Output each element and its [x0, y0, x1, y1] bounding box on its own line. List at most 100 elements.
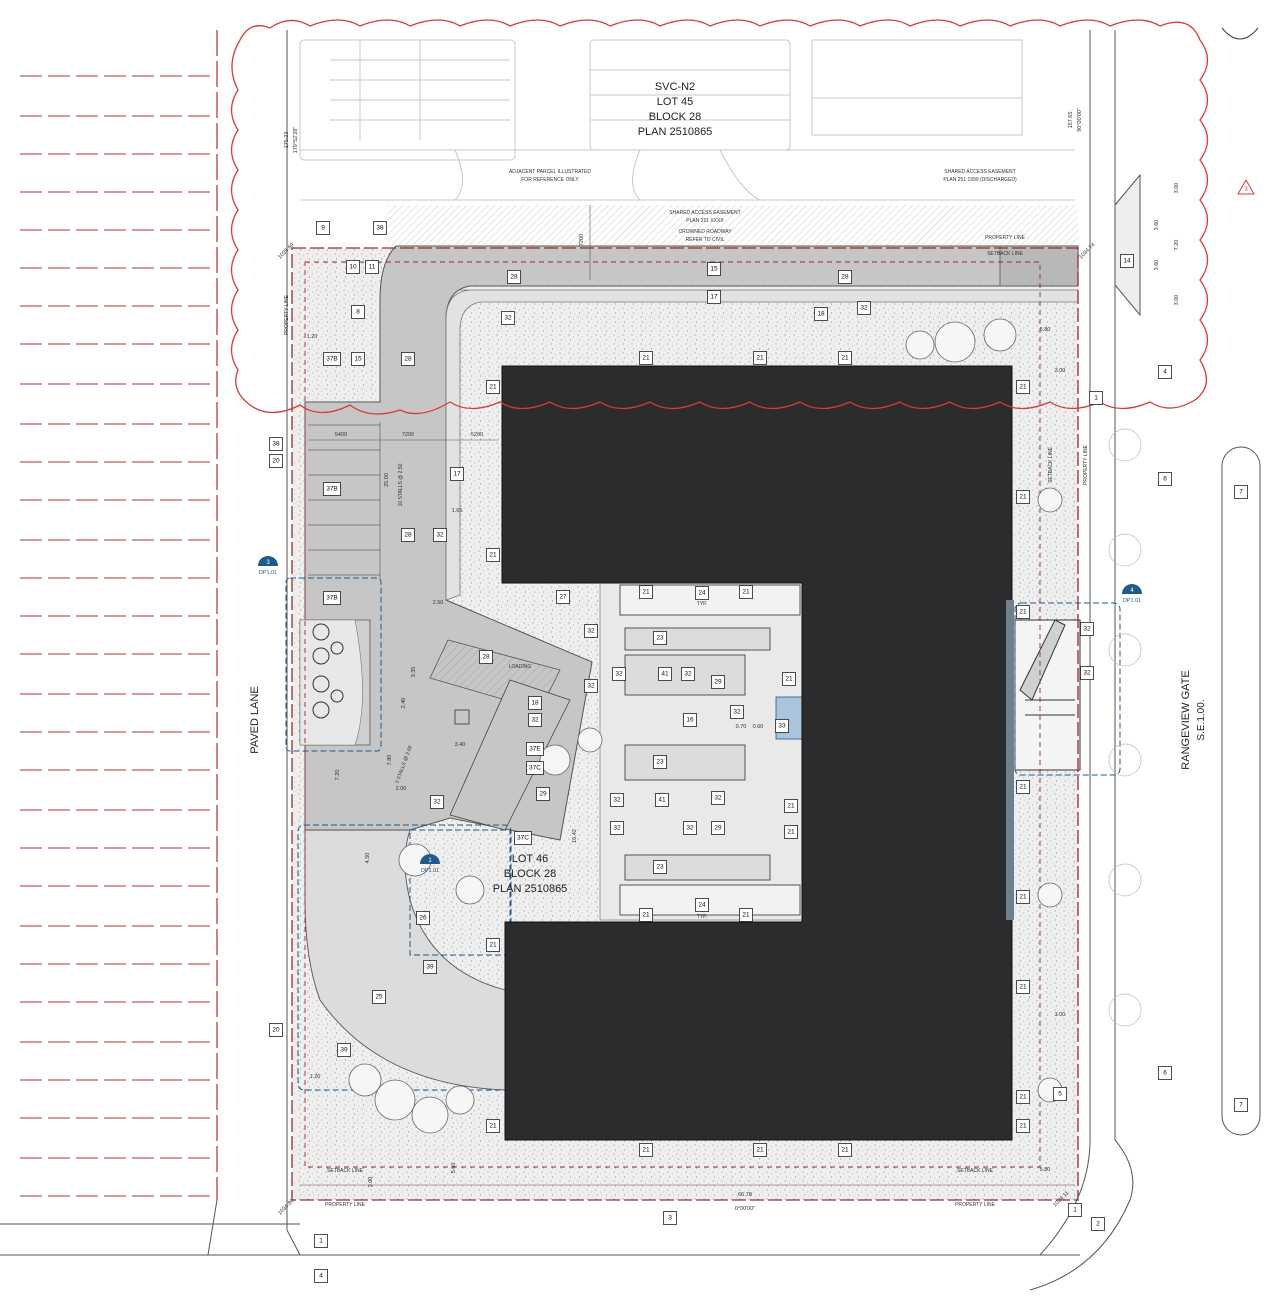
- keynote-tag-32: 32: [584, 679, 598, 693]
- typ-label-north: TYP.: [697, 601, 707, 607]
- keynote-tag-text: 16: [686, 717, 694, 724]
- keynote-tag-text: 32: [587, 628, 595, 635]
- keynote-tag-text: 29: [714, 679, 722, 686]
- keynote-tag-21: 21: [1016, 490, 1030, 504]
- keynote-tag-text: 21: [489, 1123, 497, 1130]
- dim-175-23: 175.23: [284, 132, 290, 149]
- detail-1-boundary: [409, 829, 511, 956]
- keynote-tag-28: 28: [479, 650, 493, 664]
- subject-block-label: BLOCK 28: [504, 868, 557, 880]
- keynote-tag-21: 21: [1016, 980, 1030, 994]
- detail-callout-4[interactable]: 4 DP1.01: [1122, 584, 1142, 604]
- dim-450: 4.50: [365, 853, 371, 864]
- keynote-tag-text: 29: [539, 791, 547, 798]
- dim-300-south: 3.00: [368, 1177, 374, 1188]
- keynote-tag-17: 17: [707, 290, 721, 304]
- keynote-tag-32: 32: [610, 821, 624, 835]
- keynote-tag-21: 21: [1016, 890, 1030, 904]
- curb-markers: [1108, 428, 1142, 1027]
- keynote-tag-text: 6: [1163, 476, 1167, 483]
- keynote-tag-text: 32: [436, 532, 444, 539]
- rangeview-gate-class-label: S.E.1.00.: [1196, 699, 1207, 740]
- keynote-tag-2: 2: [1091, 1217, 1105, 1231]
- easement-hatch: [388, 205, 1078, 245]
- keynote-tag-11: 11: [365, 260, 379, 274]
- keynote-tag-text: 41: [661, 671, 669, 678]
- dim-300-road-bottom: 3.00: [1174, 295, 1180, 306]
- keynote-tag-text: 28: [404, 356, 412, 363]
- property-line-label-south-west: PROPERTY LINE: [325, 1202, 365, 1208]
- keynote-tag-21: 21: [1016, 1119, 1030, 1133]
- adjacent-note-line2: FOR REFERENCE ONLY: [521, 177, 579, 183]
- keynote-tag-text: 7: [1239, 489, 1243, 496]
- keynote-tag-1: 1: [1089, 391, 1103, 405]
- keynote-tag-text: 4: [319, 1273, 323, 1280]
- keynote-tag-text: 17: [453, 471, 461, 478]
- keynote-tag-15: 15: [351, 352, 365, 366]
- detail-callout-1-sheet: DP1.01: [421, 868, 439, 874]
- keynote-tag-41: 41: [658, 667, 672, 681]
- keynote-tag-text: 26: [419, 915, 427, 922]
- trees: [348, 318, 1063, 1134]
- keynote-tag-text: 1: [1094, 395, 1098, 402]
- detail-callout-3-number: 3: [266, 560, 270, 566]
- dim-550: 5.50: [451, 1163, 457, 1174]
- dim-300-east-top: 3.00: [1055, 368, 1066, 374]
- dim-340: 3.40: [455, 742, 466, 748]
- detail-callout-3[interactable]: 3 DP1.01: [258, 556, 278, 576]
- keynote-tag-32: 32: [1080, 622, 1094, 636]
- dim-240: 2.40: [401, 698, 407, 709]
- keynote-tag-21: 21: [1016, 605, 1030, 619]
- keynote-tag-32: 32: [501, 311, 515, 325]
- setback-line-label-south-east: SETBACK LINE: [957, 1168, 994, 1174]
- keynote-tag-text: 28: [404, 532, 412, 539]
- keynote-tag-text: 21: [1019, 984, 1027, 991]
- detail-callout-1[interactable]: 1 DP1.01: [420, 854, 440, 874]
- keynote-tag-21: 21: [739, 585, 753, 599]
- keynote-tag-text: 37C: [517, 835, 529, 842]
- keynote-tag-text: 21: [489, 384, 497, 391]
- keynote-tag-text: 32: [587, 683, 595, 690]
- keynote-tag-32: 32: [612, 667, 626, 681]
- crowned-roadway-line1: CROWNED ROADWAY: [678, 229, 732, 235]
- keynote-tag-16: 16: [683, 713, 697, 727]
- keynote-tag-text: 23: [656, 635, 664, 642]
- keynote-tag-21: 21: [486, 380, 500, 394]
- keynote-tag-7: 7: [1234, 1098, 1248, 1112]
- setback-line-label-south-west: SETBACK LINE: [327, 1168, 364, 1174]
- keynote-tag-15: 15: [707, 262, 721, 276]
- keynote-tag-text: 23: [656, 864, 664, 871]
- dim-335: 3.35: [411, 667, 417, 678]
- dim-720: 7.20: [335, 770, 341, 781]
- svg-text:3: 3: [1244, 187, 1248, 193]
- keynote-tag-32: 32: [610, 793, 624, 807]
- keynote-tag-text: 7: [1239, 1102, 1243, 1109]
- keynote-tag-32: 32: [433, 528, 447, 542]
- revision-triangle: 3: [1237, 178, 1255, 195]
- keynote-tag-23: 23: [653, 860, 667, 874]
- keynote-tag-1: 1: [314, 1234, 328, 1248]
- keynote-tag-4: 4: [1158, 365, 1172, 379]
- keynote-tag-24: 24: [695, 586, 709, 600]
- setback-line-label-north: SETBACK LINE: [987, 251, 1024, 257]
- keynote-tag-29: 29: [711, 821, 725, 835]
- keynote-tag-28: 28: [401, 352, 415, 366]
- keynote-tag-text: 18: [817, 311, 825, 318]
- keynote-tag-text: 23: [656, 759, 664, 766]
- property-line-label-east: PROPERTY LINE: [1083, 444, 1089, 484]
- east-drive-segment: [999, 245, 1079, 287]
- dim-120-north: 1.20: [307, 334, 318, 340]
- setback-line: [304, 261, 1041, 1168]
- keynote-tag-text: 10: [349, 264, 357, 271]
- keynote-tag-text: 32: [684, 671, 692, 678]
- elev-sw: 1034.86: [277, 1198, 295, 1216]
- keynote-tag-text: 21: [1019, 894, 1027, 901]
- keynote-tag-text: 24: [698, 902, 706, 909]
- adjacent-note-line1: ADJACENT PARCEL ILLUSTRATED: [509, 169, 591, 175]
- south-curved-drive: [304, 829, 506, 1091]
- keynote-tag-text: 20: [272, 458, 280, 465]
- dim-250: 2.50: [433, 600, 444, 606]
- keynote-tag-text: 28: [482, 654, 490, 661]
- keynote-tag-text: 4: [1163, 369, 1167, 376]
